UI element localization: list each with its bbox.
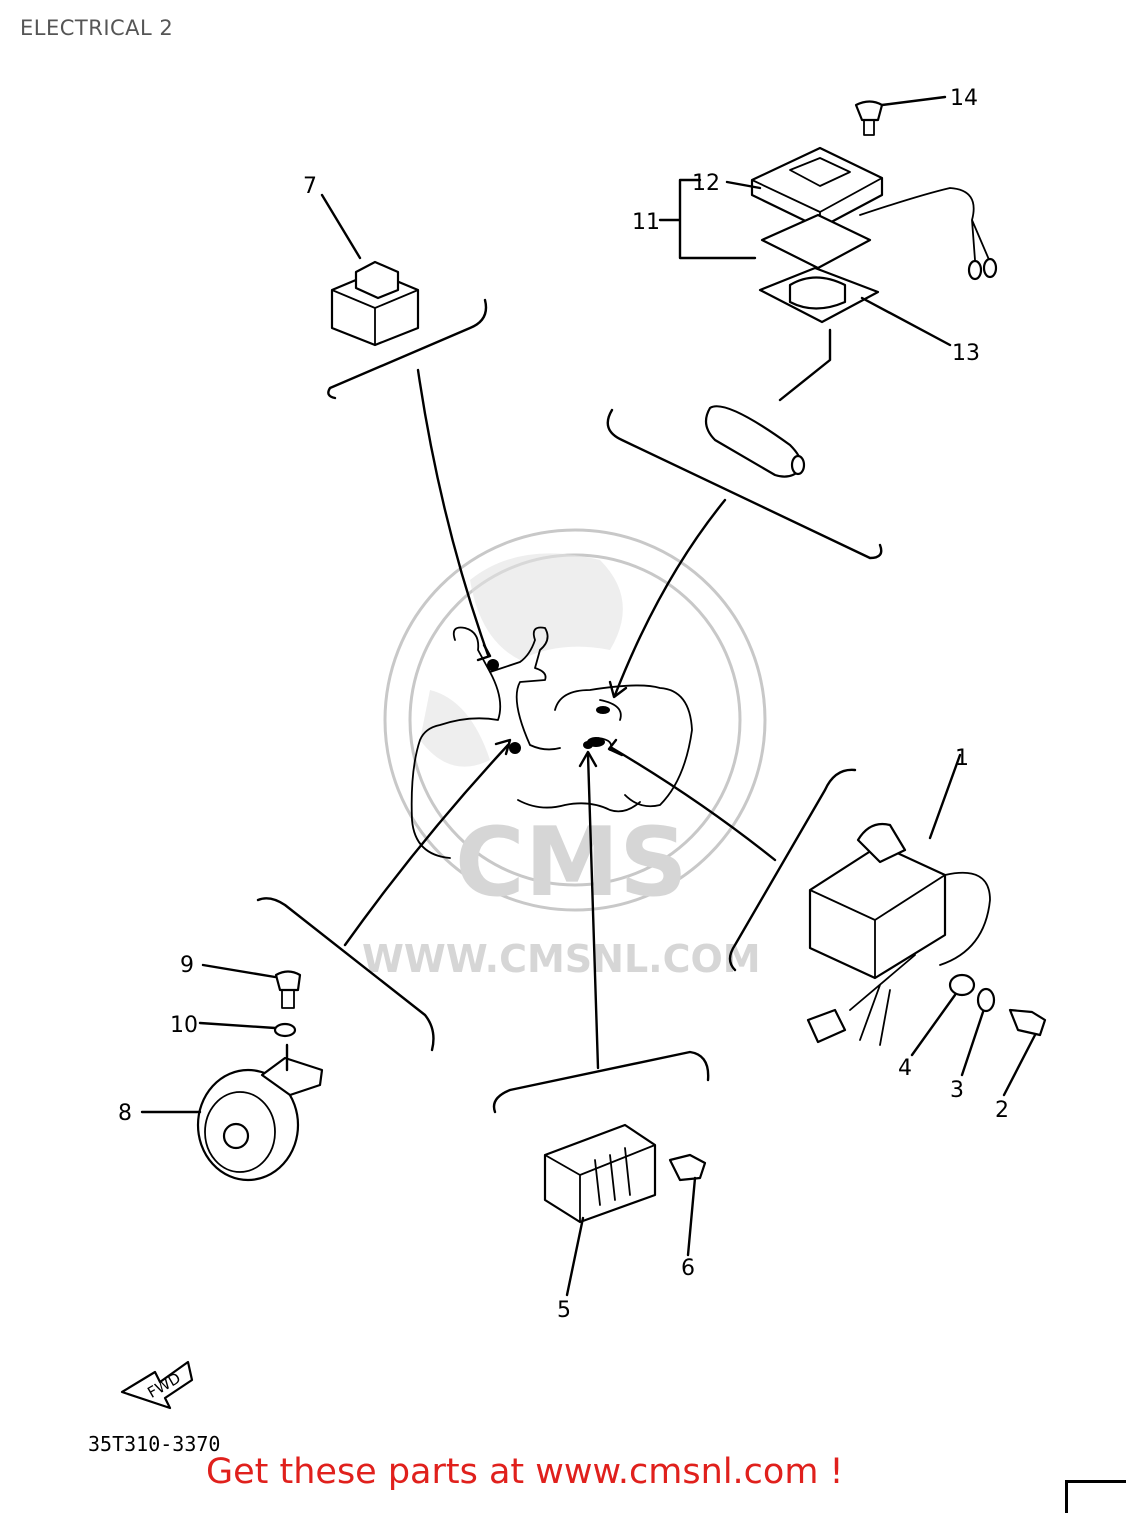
callout-2: 2	[995, 1098, 1009, 1123]
callout-numbers: 1 2 3 4 5 6 7 8 9 10 11 12 13 14	[118, 86, 1009, 1323]
callout-5: 5	[557, 1298, 571, 1323]
leader-lines	[343, 368, 777, 1070]
part-1-cdi-unit	[806, 753, 1047, 1097]
callout-1: 1	[955, 746, 969, 771]
callout-7: 7	[303, 174, 317, 199]
part-8-horn	[140, 963, 324, 1182]
watermark-url-text: WWW.CMSNL.COM	[362, 937, 761, 981]
part-5-regulator	[543, 1123, 707, 1297]
callout-13: 13	[952, 341, 980, 366]
group-brackets	[256, 298, 883, 1114]
part-11-fuel-sender-unit	[658, 95, 998, 478]
callout-6: 6	[681, 1256, 695, 1281]
callout-4: 4	[898, 1056, 912, 1081]
callout-10: 10	[170, 1013, 198, 1038]
cmsnl-watermark: CMS WWW.CMSNL.COM	[362, 528, 767, 981]
fwd-arrow-icon: FWD	[120, 1360, 194, 1410]
part-7-relay	[320, 193, 420, 347]
callout-9: 9	[180, 953, 194, 978]
corner-frame	[1065, 1480, 1126, 1513]
callout-14: 14	[950, 86, 978, 111]
callout-3: 3	[950, 1078, 964, 1103]
callout-12: 12	[692, 171, 720, 196]
watermark-logo-text: CMS	[455, 808, 688, 918]
page-title: ELECTRICAL 2	[20, 16, 174, 40]
callout-8: 8	[118, 1101, 132, 1126]
diagram-part-code: 35T310-3370	[88, 1432, 221, 1456]
footer-parts-link[interactable]: Get these parts at www.cmsnl.com !	[206, 1452, 844, 1492]
callout-11: 11	[632, 210, 660, 235]
